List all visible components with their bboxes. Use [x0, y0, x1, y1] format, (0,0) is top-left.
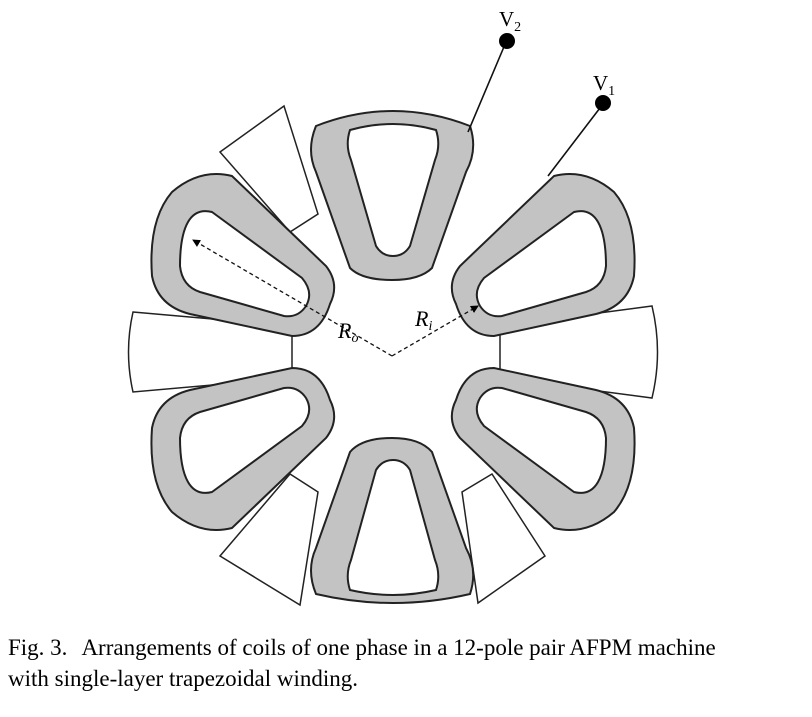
caption-figure-label: Fig. 3.	[8, 635, 68, 660]
terminal-v2-label: V2	[499, 7, 521, 35]
coil-bottom	[310, 436, 475, 604]
coils	[150, 110, 636, 604]
radius-indicators	[192, 239, 479, 357]
caption-text-1: Arrangements of coils of one phase in a …	[81, 635, 716, 660]
outer-radius-label: Ro	[337, 318, 358, 346]
coil-upper-right	[450, 173, 636, 338]
figure-caption: Fig. 3. Arrangements of coils of one phas…	[8, 632, 808, 694]
caption-line-1: Fig. 3. Arrangements of coils of one phas…	[8, 632, 808, 663]
terminal-v1-dot	[595, 95, 611, 111]
coil-lower-right	[450, 366, 636, 531]
coil-top	[310, 110, 475, 282]
terminal-v1-label: V1	[593, 71, 615, 99]
outer-radius-line	[192, 239, 393, 357]
empty-slots	[127, 104, 659, 607]
inner-radius-line	[391, 305, 479, 357]
terminal-v2-dot	[499, 33, 515, 49]
caption-line-2: with single-layer trapezoidal winding.	[8, 666, 359, 691]
empty-slot-bottom-left	[218, 473, 319, 607]
winding-diagram: V2 V1 Ro Ri	[127, 7, 659, 607]
empty-slot-bottom-right	[461, 472, 547, 605]
coil-lower-left	[150, 366, 336, 531]
empty-slot-top	[218, 104, 319, 233]
lead-v1	[547, 103, 604, 177]
inner-radius-label: Ri	[414, 306, 432, 334]
phase-leads	[467, 33, 611, 177]
lead-v2	[467, 41, 507, 133]
